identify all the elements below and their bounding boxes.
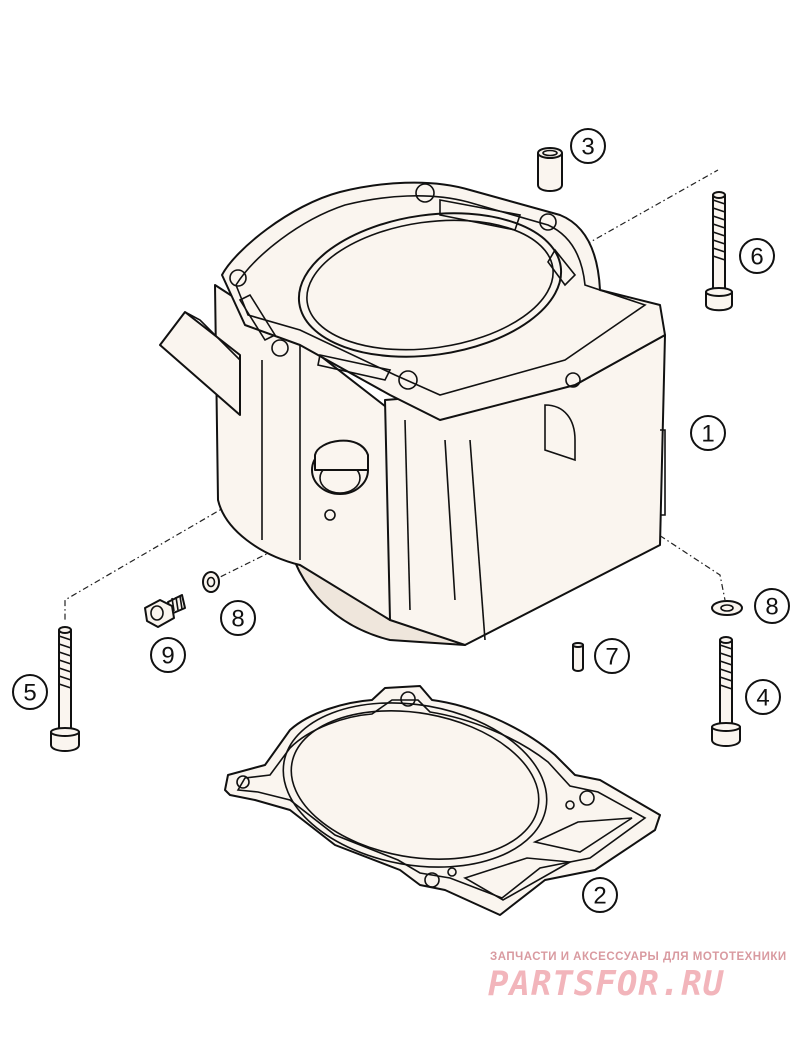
callout-2-label: 2 [593, 883, 606, 910]
stud-left [50, 626, 80, 752]
washer-left [202, 571, 220, 593]
pin [572, 642, 584, 672]
callout-6: 6 [739, 238, 775, 274]
callout-3: 3 [570, 128, 606, 164]
callout-4: 4 [745, 679, 781, 715]
washer-right [711, 600, 743, 616]
callout-4-label: 4 [756, 685, 769, 712]
callout-5-label: 5 [23, 680, 36, 707]
callout-2: 2 [582, 877, 618, 913]
callout-8-left-label: 8 [231, 606, 244, 633]
callout-7-label: 7 [605, 644, 618, 671]
cylinder [159, 181, 666, 646]
base-gasket [224, 685, 661, 916]
callout-7: 7 [594, 638, 630, 674]
watermark-logo: PARTSFOR.RU [488, 964, 725, 1004]
callout-5: 5 [12, 674, 48, 710]
callout-3-label: 3 [581, 134, 594, 161]
callout-1-label: 1 [701, 421, 714, 448]
callout-8-right-label: 8 [765, 594, 778, 621]
bolt-top [705, 191, 733, 312]
plug-screw [144, 594, 186, 628]
stud-right [711, 636, 741, 747]
dowel-sleeve [537, 147, 563, 192]
watermark-tagline: ЗАПЧАСТИ И АКСЕССУАРЫ ДЛЯ МОТОТЕХНИКИ [490, 951, 787, 963]
callout-9: 9 [150, 637, 186, 673]
callout-6-label: 6 [750, 244, 763, 271]
callout-8-left: 8 [220, 600, 256, 636]
callout-9-label: 9 [161, 643, 174, 670]
callout-1: 1 [690, 415, 726, 451]
callout-8-right: 8 [754, 588, 790, 624]
